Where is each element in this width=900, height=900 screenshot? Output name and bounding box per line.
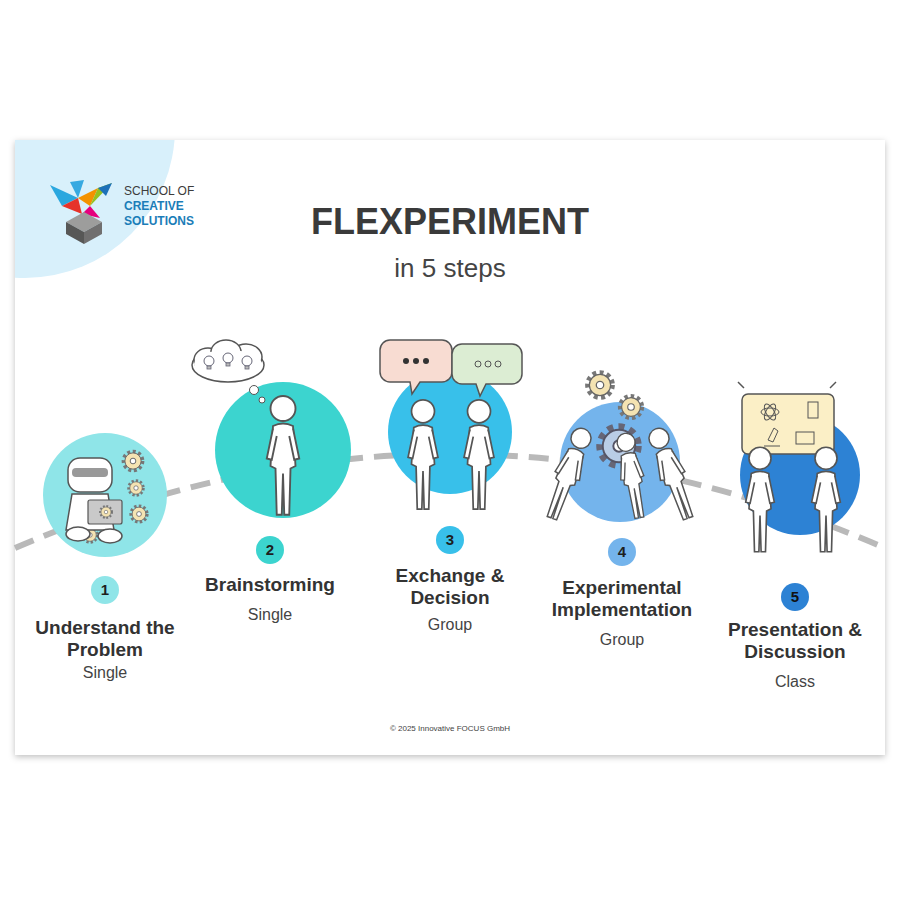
step-number: 1 [91, 576, 119, 604]
step-number: 5 [781, 583, 809, 611]
step-mode: Single [35, 663, 175, 682]
logo-text: SCHOOL OF [124, 184, 214, 199]
step-badge: 5Presentation & DiscussionClass [781, 583, 809, 611]
step-badge: 1Understand the ProblemSingle [91, 576, 119, 604]
step-title: Understand the Problem [18, 617, 193, 661]
copyright: © 2025 Innovative FOCUS GmbH [300, 724, 600, 734]
logo [50, 180, 112, 244]
step-number: 2 [256, 536, 284, 564]
step-4-illustration [540, 373, 701, 522]
logo-text: CREATIVE SOLUTIONS [124, 199, 204, 229]
step-title: Experimental Implementation [540, 577, 705, 621]
step-title: Exchange & Decision [380, 565, 520, 609]
step-mode: Class [725, 672, 865, 691]
step-3-illustration [380, 340, 522, 509]
step-badge: 4Experimental ImplementationGroup [608, 538, 636, 566]
step-badge: 3Exchange & DecisionGroup [436, 526, 464, 554]
step-title: Presentation & Discussion [710, 619, 880, 663]
subtitle: in 5 steps [250, 252, 650, 284]
step-badge: 2BrainstormingSingle [256, 536, 284, 564]
title: FLEXPERIMENT [200, 200, 700, 244]
step-5-illustration [738, 382, 860, 552]
step-number: 3 [436, 526, 464, 554]
step-2-illustration [192, 340, 351, 518]
step-mode: Group [552, 630, 692, 649]
card [15, 140, 885, 755]
step-mode: Group [380, 615, 520, 634]
step-number: 4 [608, 538, 636, 566]
step-mode: Single [200, 605, 340, 624]
step-title: Brainstorming [170, 574, 370, 596]
step-1-illustration [43, 433, 167, 557]
